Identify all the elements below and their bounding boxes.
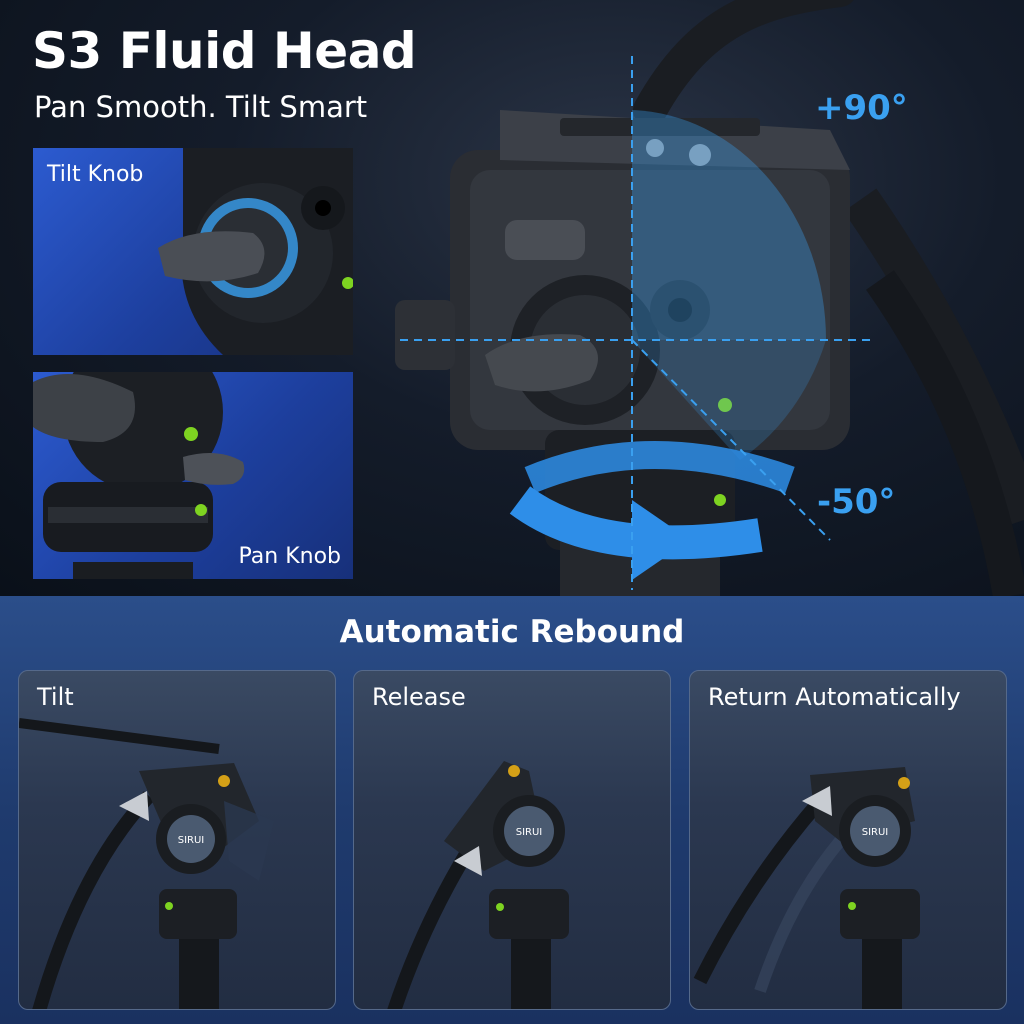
brand-logo-1: SIRUI (178, 835, 205, 846)
rebound-title: Automatic Rebound (339, 614, 685, 650)
panel-label-return: Return Automatically (708, 683, 961, 711)
pan-knob-inset: Pan Knob (33, 372, 353, 579)
tilt-up-angle: +90° (815, 88, 908, 128)
panel-label-release: Release (372, 683, 466, 711)
panel-label-tilt: Tilt (37, 683, 74, 711)
pan-knob-label: Pan Knob (238, 544, 342, 569)
tilt-down-angle: -50° (817, 482, 896, 522)
page-subtitle: Pan Smooth. Tilt Smart (34, 90, 368, 124)
page-title: S3 Fluid Head (32, 22, 417, 80)
fluid-head-illustration (395, 0, 1024, 596)
rebound-panel-release: Release SIRUI (353, 670, 671, 1010)
brand-logo-3: SIRUI (862, 827, 889, 838)
pan-knob-illustration (33, 372, 245, 579)
brand-logo-2: SIRUI (516, 827, 543, 838)
return-state-illustration: SIRUI (693, 767, 920, 1009)
hero-section: S3 Fluid Head Pan Smooth. Tilt Smart +90… (0, 0, 1024, 596)
tilt-knob-inset: Tilt Knob (33, 148, 353, 355)
tilt-state-illustration: SIRUI (19, 718, 274, 1009)
rebound-section: Automatic Rebound Tilt SIRUI Release (0, 596, 1024, 1024)
rebound-panel-return: Return Automatically SIRUI (689, 670, 1007, 1010)
release-state-illustration: SIRUI (387, 761, 569, 1009)
rebound-panel-tilt: Tilt SIRUI (18, 670, 336, 1010)
tilt-knob-illustration (158, 148, 353, 355)
tilt-knob-label: Tilt Knob (47, 162, 144, 187)
